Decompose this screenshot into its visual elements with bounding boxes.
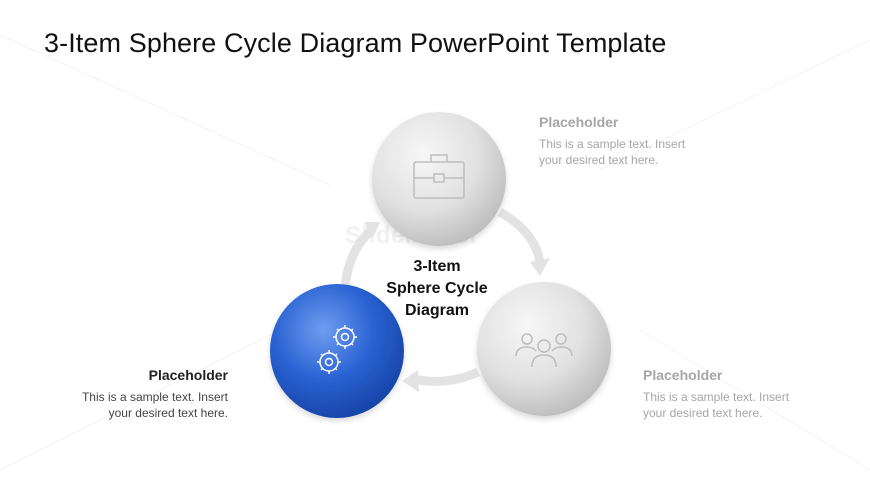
- sphere-right: [477, 282, 611, 416]
- placeholder-heading: Placeholder: [539, 114, 619, 130]
- center-label-line2: Sphere Cycle: [386, 280, 488, 297]
- arrow-heads: [364, 222, 550, 392]
- center-label: 3-Item Sphere Cycle Diagram: [372, 256, 502, 322]
- gears-icon: [317, 325, 357, 374]
- arrow-left-to-top: [340, 226, 375, 286]
- placeholder-body-line1: This is a sample text. Insert: [81, 390, 228, 404]
- placeholder-body-line1: This is a sample text. Insert: [539, 137, 686, 151]
- placeholder-body-line2: your desired text here.: [108, 406, 228, 420]
- arrow-right-to-left: [417, 367, 480, 386]
- arrowhead-left: [364, 222, 380, 238]
- center-label-line3: Diagram: [404, 302, 470, 319]
- sphere-left: [270, 284, 404, 418]
- placeholder-body-line2: your desired text here.: [643, 406, 763, 420]
- team-icon: [515, 333, 573, 368]
- arrowhead-bottom: [402, 370, 419, 392]
- center-label-line1: 3-Item: [413, 258, 461, 275]
- slide-title: 3-Item Sphere Cycle Diagram PowerPoint T…: [44, 28, 667, 58]
- arrow-top-to-right: [497, 208, 545, 263]
- placeholder-heading: Placeholder: [643, 367, 723, 383]
- text-block-top: Placeholder This is a sample text. Inser…: [539, 114, 739, 168]
- text-block-right: Placeholder This is a sample text. Inser…: [643, 367, 843, 421]
- cycle-arrows: [340, 208, 545, 386]
- arrowhead-right: [530, 258, 550, 276]
- placeholder-heading: Placeholder: [148, 367, 228, 383]
- sphere-top: [372, 112, 506, 246]
- placeholder-body-line1: This is a sample text. Insert: [643, 390, 790, 404]
- placeholder-body-line2: your desired text here.: [539, 153, 659, 167]
- text-block-left: Placeholder This is a sample text. Inser…: [28, 367, 228, 421]
- briefcase-icon: [413, 154, 465, 199]
